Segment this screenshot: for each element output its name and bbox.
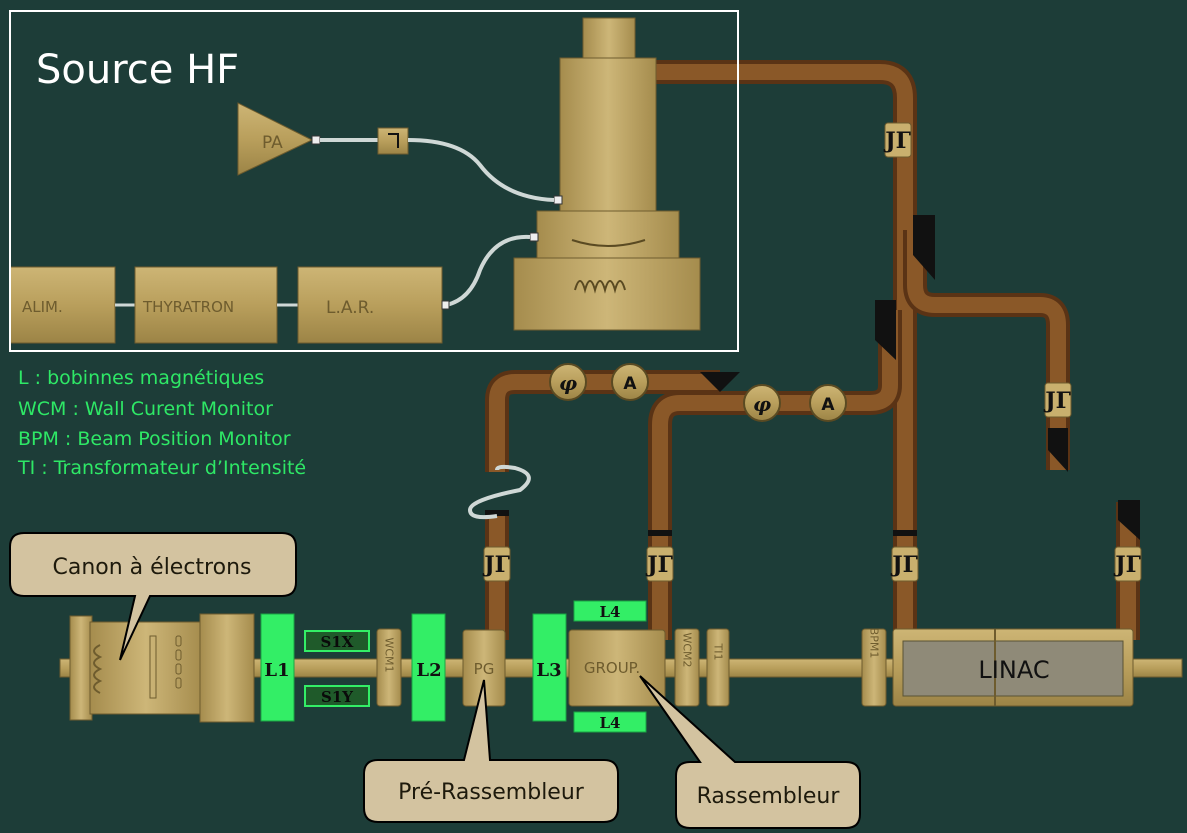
callout-gun: Canon à électrons bbox=[9, 532, 297, 661]
l2-label: L2 bbox=[416, 660, 441, 681]
pa-label: PA bbox=[262, 133, 283, 153]
svg-text:JГ: JГ bbox=[482, 552, 510, 578]
amp-2-label: A bbox=[821, 395, 835, 415]
linac-label: LINAC bbox=[978, 656, 1049, 684]
attenuator-2[interactable]: A bbox=[809, 384, 847, 422]
legend-line-1: L : bobinnes magnétiques bbox=[18, 367, 264, 389]
l4-bottom-label: L4 bbox=[600, 714, 621, 732]
phase-2-label: φ bbox=[753, 392, 771, 416]
l2-coil[interactable] bbox=[411, 613, 446, 722]
s1y-label: S1Y bbox=[321, 688, 353, 706]
svg-text:JГ: JГ bbox=[1043, 388, 1071, 414]
l4-top-coil[interactable] bbox=[573, 600, 647, 622]
klystron[interactable] bbox=[513, 17, 701, 331]
lar-label: L.A.R. bbox=[326, 298, 374, 318]
ti1-transformer[interactable] bbox=[706, 628, 730, 707]
l3-coil[interactable] bbox=[532, 613, 567, 722]
source-hf-title: Source HF bbox=[36, 47, 239, 93]
legend-line-4: TI : Transformateur d’Intensité bbox=[17, 457, 306, 479]
thyratron-label: THYRATRON bbox=[142, 298, 234, 316]
lar-cable bbox=[445, 234, 531, 307]
wcm1-monitor[interactable] bbox=[376, 628, 402, 707]
callout-prebuncher-text: Pré-Rassembleur bbox=[398, 780, 585, 805]
callout-buncher-text: Rassembleur bbox=[697, 784, 841, 809]
svg-text:JГ: JГ bbox=[1113, 552, 1141, 578]
flex-cable bbox=[467, 464, 531, 520]
pg-label: PG bbox=[474, 660, 495, 678]
wcm2-label: WCM2 bbox=[681, 632, 694, 667]
wcm1-label: WCM1 bbox=[383, 637, 396, 672]
callout-gun-text: Canon à électrons bbox=[53, 555, 252, 580]
l3-label: L3 bbox=[536, 660, 561, 681]
callout-prebuncher: Pré-Rassembleur bbox=[363, 679, 619, 823]
ti1-label: TI1 bbox=[712, 643, 725, 661]
modulator-chain bbox=[9, 266, 450, 344]
phase-1-label: φ bbox=[559, 371, 577, 395]
l1-label: L1 bbox=[264, 660, 289, 681]
pa-amplifier[interactable]: PA bbox=[237, 102, 321, 176]
group-label: GROUP. bbox=[584, 659, 640, 677]
svg-text:JГ: JГ bbox=[890, 552, 918, 578]
buncher-cavity[interactable] bbox=[568, 629, 666, 707]
linac[interactable] bbox=[892, 628, 1134, 707]
waveguide-flanges: JГ JГ JГ JГ JГ JГ bbox=[482, 122, 1142, 582]
svg-text:JГ: JГ bbox=[883, 128, 911, 154]
isolator bbox=[320, 127, 555, 202]
amp-1-label: A bbox=[623, 374, 637, 394]
electron-gun[interactable] bbox=[69, 613, 255, 723]
attenuator-1[interactable]: A bbox=[611, 363, 649, 401]
phase-shifter-2[interactable]: φ bbox=[743, 384, 781, 422]
alim-label: ALIM. bbox=[22, 298, 63, 316]
l1-coil[interactable] bbox=[260, 613, 295, 722]
s1y-steerer[interactable] bbox=[304, 685, 370, 707]
source-hf-frame bbox=[9, 10, 739, 352]
phase-shifter-1[interactable]: φ bbox=[549, 363, 587, 401]
instruments: φ A φ A bbox=[549, 363, 847, 422]
bpm1-label: BPM1 bbox=[868, 628, 881, 659]
bpm1-monitor[interactable] bbox=[861, 628, 887, 707]
legend: L : bobinnes magnétiques WCM : Wall Cure… bbox=[17, 367, 306, 479]
legend-line-3: BPM : Beam Position Monitor bbox=[18, 428, 291, 450]
legend-line-2: WCM : Wall Curent Monitor bbox=[18, 398, 273, 420]
svg-text:JГ: JГ bbox=[645, 552, 673, 578]
l4-bottom-coil[interactable] bbox=[573, 711, 647, 733]
s1x-label: S1X bbox=[321, 633, 354, 651]
wcm2-monitor[interactable] bbox=[674, 628, 700, 707]
s1x-steerer[interactable] bbox=[304, 630, 370, 652]
callout-buncher: Rassembleur bbox=[639, 675, 861, 829]
l4-top-label: L4 bbox=[600, 603, 621, 621]
